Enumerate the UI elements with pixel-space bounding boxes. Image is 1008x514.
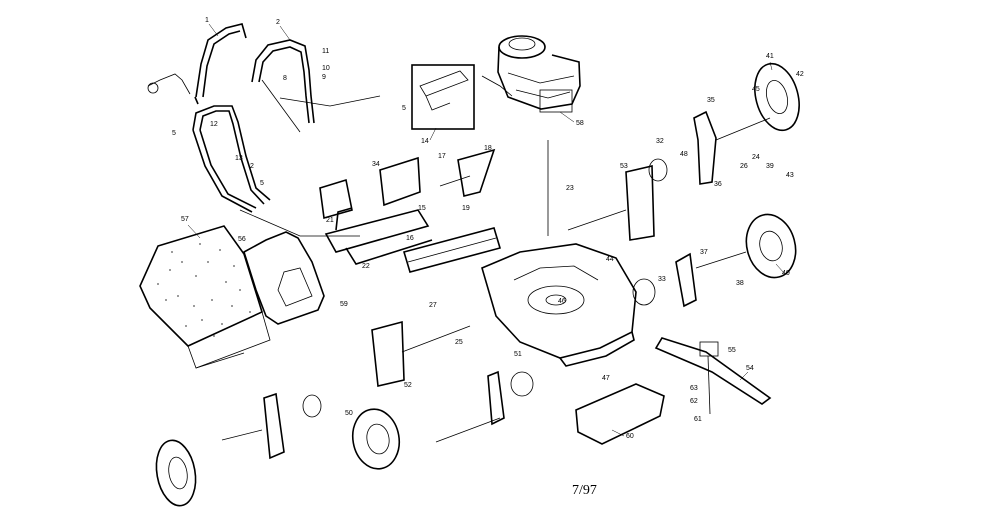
callout-43: 43 xyxy=(786,172,794,179)
callout-8: 2 xyxy=(250,163,254,170)
callout-10: 5 xyxy=(402,105,406,112)
callout-11: 8 xyxy=(283,75,287,82)
callout-45: 45 xyxy=(752,86,760,93)
callout-42: 42 xyxy=(796,71,804,78)
callout-22: 18 xyxy=(484,145,492,152)
callout-48: 48 xyxy=(680,151,688,158)
callout-19: 16 xyxy=(406,235,414,242)
callout-32: 32 xyxy=(656,138,664,145)
callout-57: 57 xyxy=(181,216,189,223)
callout-26: 23 xyxy=(566,185,574,192)
callout-12: 9 xyxy=(322,74,326,81)
callout-51: 51 xyxy=(514,351,522,358)
upper-handle-drawing xyxy=(147,23,247,105)
callout-58: 58 xyxy=(576,120,584,127)
callout-21: 17 xyxy=(438,153,446,160)
callout-41: 41 xyxy=(766,53,774,60)
callout-61: 61 xyxy=(694,416,702,423)
callout-25: 22 xyxy=(362,263,370,270)
leader-lines xyxy=(187,23,785,437)
callout-56: 56 xyxy=(238,236,246,243)
callout-60: 60 xyxy=(626,433,634,440)
callout-54: 54 xyxy=(746,365,754,372)
wheel-drawings xyxy=(155,62,800,507)
callout-53: 53 xyxy=(620,163,628,170)
blade-drawing xyxy=(654,337,772,415)
callout-24: 21 xyxy=(326,217,334,224)
callout-36: 36 xyxy=(714,181,722,188)
callout-31: 27 xyxy=(429,302,437,309)
callout-52: 52 xyxy=(404,382,412,389)
callout-2: 2 xyxy=(276,19,280,26)
callout-5: 5 xyxy=(172,130,176,137)
callout-62: 62 xyxy=(690,398,698,405)
lower-handle-drawing xyxy=(251,39,381,133)
callout-40: 40 xyxy=(782,270,790,277)
date-code: 7/97 xyxy=(572,483,597,498)
axle-brackets-drawing xyxy=(221,110,771,460)
callout-labels: 1 2 11 10 9 8 5 14 12 13 17 18 34 15 21 … xyxy=(172,17,804,498)
callout-63: 63 xyxy=(690,385,698,392)
callout-37: 37 xyxy=(700,249,708,256)
height-brackets-drawing xyxy=(371,165,655,387)
mower-deck-drawing xyxy=(481,140,637,367)
control-parts-drawing xyxy=(319,148,496,220)
callout-39: 39 xyxy=(766,163,774,170)
callout-55: 55 xyxy=(728,347,736,354)
engine-drawing xyxy=(481,35,581,113)
middle-handle-drawing xyxy=(192,105,360,237)
callout-46: 46 xyxy=(558,298,566,305)
callout-59: 59 xyxy=(340,301,348,308)
rear-door-drawing xyxy=(402,227,502,273)
callout-16: 13 xyxy=(235,155,243,162)
callout-47: 47 xyxy=(602,375,610,382)
callout-14: 11 xyxy=(322,48,329,55)
callout-30: 26 xyxy=(740,163,748,170)
side-plate-drawing xyxy=(575,383,665,445)
callout-34: 34 xyxy=(372,161,380,168)
callout-29: 25 xyxy=(455,339,463,346)
callout-27: 24 xyxy=(752,154,760,161)
callout-18: 15 xyxy=(418,205,426,212)
callout-15: 12 xyxy=(210,121,218,128)
callout-50: 50 xyxy=(345,410,353,417)
callout-17: 14 xyxy=(421,138,429,145)
callout-44: 44 xyxy=(606,256,614,263)
callout-23: 19 xyxy=(462,205,470,212)
callout-9: 5 xyxy=(260,180,264,187)
rear-bracket-drawing xyxy=(324,207,433,265)
callout-35: 35 xyxy=(707,97,715,104)
callout-1: 1 xyxy=(205,17,209,24)
bag-frame-drawing xyxy=(243,231,325,325)
grass-bag-drawing xyxy=(139,225,271,369)
bracket-inset xyxy=(411,64,475,130)
callout-38: 38 xyxy=(736,280,744,287)
callout-33: 33 xyxy=(658,276,666,283)
callout-13: 10 xyxy=(322,65,330,72)
